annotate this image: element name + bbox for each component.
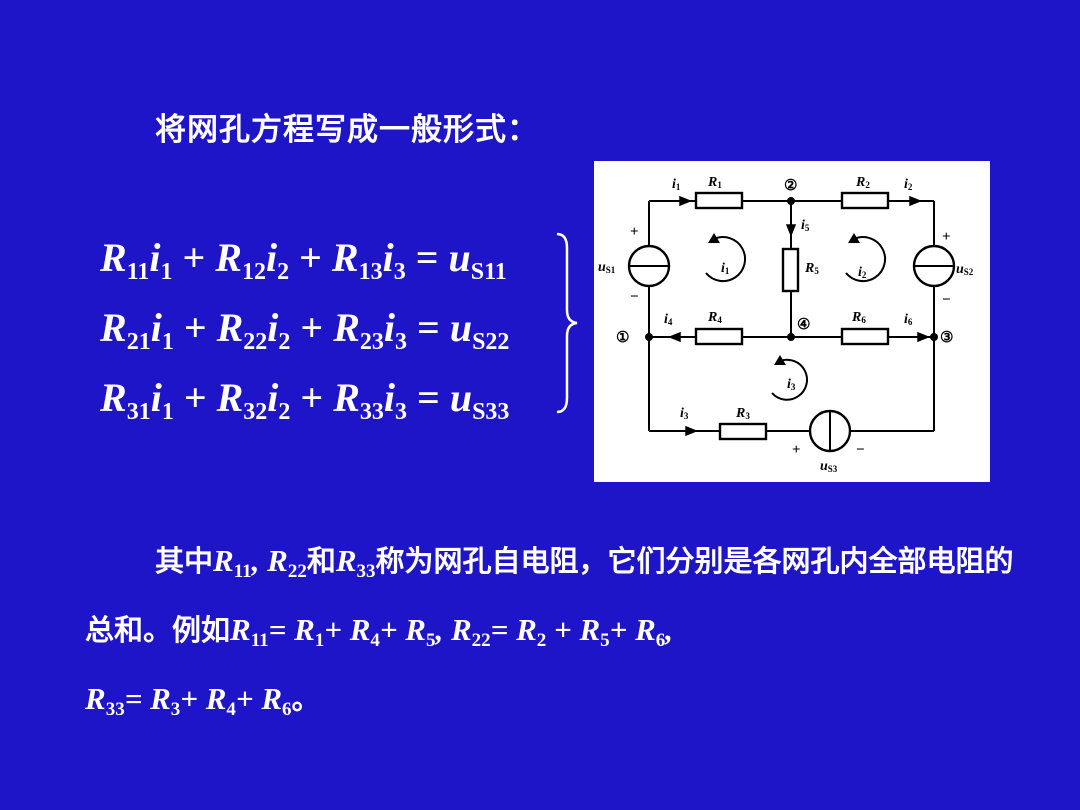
para-text-3: 称为网孔自电阻，它们分别是各网孔内全部电阻的总和。例如 (85, 544, 1014, 647)
label-us1: uS1 (598, 260, 616, 275)
label-node-2: ② (784, 178, 797, 194)
label-r1: R1 (707, 175, 722, 190)
label-mesh-2: i2 (858, 265, 867, 280)
circuit-diagram: i1 R1 ② R2 i2 i5 + − + − uS1 uS2 i1 R5 i… (594, 161, 990, 482)
equation-row-3: R31i1+R32i2+R33i3=uS33 (100, 375, 510, 425)
node-2-dot (787, 197, 795, 205)
circuit-svg: i1 R1 ② R2 i2 i5 + − + − uS1 uS2 i1 R5 i… (598, 175, 974, 474)
label-mesh-1: i1 (721, 261, 730, 276)
label-mesh-3: i3 (787, 377, 796, 392)
resistor-r4 (694, 327, 744, 346)
label-i2: i2 (904, 177, 913, 192)
para-r22: R22 (267, 543, 307, 582)
para-text-2: 和 (306, 544, 336, 578)
node-4-dot (787, 333, 795, 341)
label-i1: i1 (672, 177, 681, 192)
label-r4: R4 (707, 310, 722, 325)
label-us2-plus: + (942, 229, 951, 245)
arrow-i6 (917, 331, 931, 343)
mesh-equations: R11i1+R12i2+R13i3=uS11 R21i1+R22i2+R23i3… (100, 228, 509, 438)
label-r6: R6 (851, 310, 866, 325)
resistor-r3 (718, 422, 768, 441)
label-node-3: ③ (940, 330, 953, 346)
resistor-r2 (840, 191, 890, 210)
label-node-4: ④ (797, 317, 810, 333)
label-r2: R2 (855, 175, 870, 190)
label-i5: i5 (801, 218, 810, 233)
page-heading: 将网孔方程写成一般形式： (155, 112, 539, 148)
para-text-1: 其中 (155, 544, 214, 578)
resistor-r1 (694, 191, 744, 210)
resistor-r5 (781, 247, 800, 293)
label-i4: i4 (664, 312, 673, 327)
label-us2: uS2 (956, 262, 974, 277)
arrow-i1 (679, 195, 693, 207)
resistor-r6 (840, 327, 890, 346)
node-1-dot (645, 333, 653, 341)
equation-row-2: R21i1+R22i2+R23i3=uS22 (100, 305, 510, 355)
label-us1-plus: + (630, 224, 639, 240)
label-node-1: ① (616, 330, 629, 346)
para-r33: R33 (335, 543, 376, 582)
label-us1-minus: − (630, 289, 639, 305)
label-us2-minus: − (942, 292, 951, 308)
para-r11: R11 (213, 543, 252, 582)
label-us3: uS3 (820, 459, 838, 474)
para-example-r22: R22= R2 + R5+ R6, (450, 612, 673, 651)
label-us3-minus: − (856, 442, 865, 458)
mesh-arrow-2 (845, 236, 886, 283)
arrow-i2 (909, 195, 923, 207)
right-brace (556, 232, 578, 414)
node-3-dot (930, 333, 938, 341)
para-example-r11: R11= R1+ R4+ R5, (230, 612, 451, 651)
arrow-i4 (667, 331, 681, 343)
label-i3: i3 (680, 406, 689, 421)
mesh-arrow-1 (705, 236, 746, 283)
label-i6: i6 (904, 312, 913, 327)
mesh-arrow-3 (771, 358, 808, 401)
label-r3: R3 (735, 406, 750, 421)
equation-row-1: R11i1+R12i2+R13i3=uS11 (100, 235, 507, 285)
explanation-paragraph: 其中R11, R22和R33称为网孔自电阻，它们分别是各网孔内全部电阻的总和。例… (85, 543, 1014, 720)
label-us3-plus: + (792, 442, 801, 458)
arrow-i3 (685, 425, 699, 437)
label-r5: R5 (804, 261, 819, 276)
para-example-r33: R33= R3+ R4+ R6 (85, 681, 292, 720)
arrow-i5 (785, 224, 797, 238)
